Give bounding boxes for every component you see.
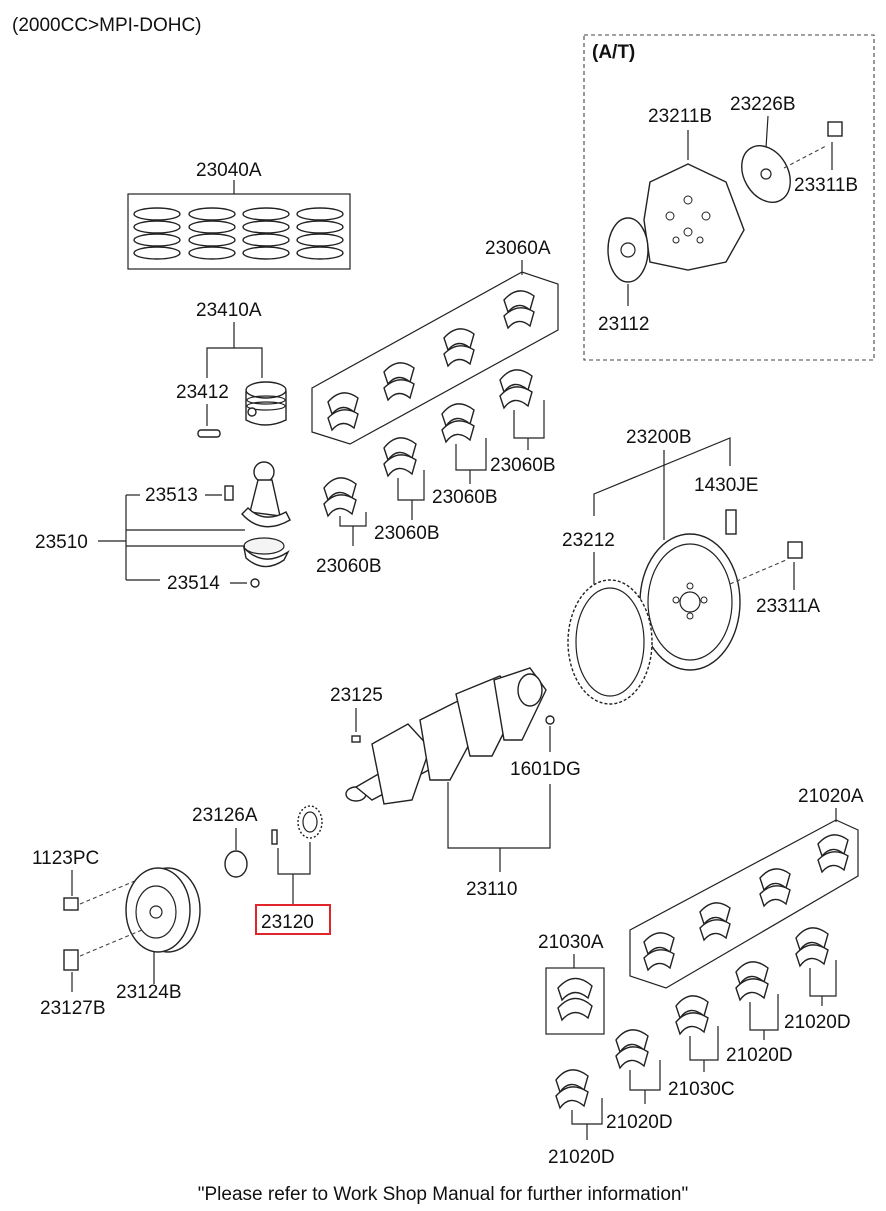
label-23514[interactable]: 23514: [167, 573, 220, 594]
torque-converter-ring[interactable]: [607, 217, 649, 283]
ring-gear[interactable]: [567, 579, 653, 705]
at-group-title: (A/T): [592, 42, 635, 63]
label-23060B-3[interactable]: 23060B: [432, 487, 498, 508]
rod-bearing-lower-3[interactable]: [735, 961, 769, 1002]
label-23412[interactable]: 23412: [176, 382, 229, 403]
main-bearing-lower-2[interactable]: [383, 437, 417, 478]
at-bolt[interactable]: [827, 121, 843, 137]
label-21020D-3[interactable]: 21020D: [726, 1045, 793, 1066]
piston[interactable]: [245, 381, 287, 426]
crank-pulley[interactable]: [125, 867, 201, 953]
label-23211B[interactable]: 23211B: [648, 106, 712, 127]
main-bearing-upper-set[interactable]: [311, 271, 559, 445]
label-23510[interactable]: 23510: [35, 532, 88, 553]
label-21020A[interactable]: 21020A: [798, 786, 864, 807]
label-23126A[interactable]: 23126A: [192, 805, 258, 826]
label-21020D-2[interactable]: 21020D: [606, 1112, 673, 1133]
label-1123PC[interactable]: 1123PC: [32, 848, 99, 869]
label-21020D-4[interactable]: 21020D: [784, 1012, 851, 1033]
highlight-box-23120: [255, 904, 331, 935]
label-23060A[interactable]: 23060A: [485, 238, 551, 259]
adapter-plate[interactable]: [732, 137, 800, 211]
crank-key[interactable]: [351, 735, 361, 743]
label-23112[interactable]: 23112: [598, 314, 649, 335]
label-23212[interactable]: 23212: [562, 530, 615, 551]
label-23124B[interactable]: 23124B: [116, 982, 182, 1003]
pilot-bearing[interactable]: [545, 715, 555, 725]
con-rod-bearing-set[interactable]: [629, 819, 859, 989]
main-bearing-lower-4[interactable]: [499, 369, 533, 410]
label-23060B-1[interactable]: 23060B: [316, 556, 382, 577]
connecting-rod[interactable]: [241, 461, 291, 568]
rod-bearing-lower-2[interactable]: [615, 1029, 649, 1070]
label-23040A[interactable]: 23040A: [196, 160, 262, 181]
rod-bolt[interactable]: [224, 485, 234, 501]
crankshaft[interactable]: [345, 667, 547, 805]
crank-spacer[interactable]: [224, 850, 248, 878]
label-23513[interactable]: 23513: [145, 485, 198, 506]
main-bearing-lower-3[interactable]: [441, 403, 475, 444]
label-21030A[interactable]: 21030A: [538, 932, 604, 953]
rod-bearing-lower-4[interactable]: [795, 927, 829, 968]
label-23060B-2[interactable]: 23060B: [374, 523, 440, 544]
footer-note: "Please refer to Work Shop Manual for fu…: [198, 1184, 688, 1205]
label-23311A[interactable]: 23311A: [756, 596, 820, 617]
piston-pin[interactable]: [197, 429, 221, 438]
main-bearing-lower-1[interactable]: [323, 477, 357, 518]
rod-nut[interactable]: [250, 578, 260, 588]
piston-ring-set[interactable]: [127, 193, 351, 270]
label-21020D-1[interactable]: 21020D: [548, 1147, 615, 1168]
label-1601DG[interactable]: 1601DG: [510, 759, 581, 780]
drive-plate[interactable]: [643, 163, 745, 271]
pulley-bolt-small[interactable]: [63, 897, 79, 911]
at-group-box: [583, 34, 875, 361]
rod-bearing-lower-1[interactable]: [555, 1069, 589, 1110]
thrust-bearing-upper[interactable]: [557, 977, 593, 1022]
label-23120[interactable]: 23120: [261, 912, 314, 933]
label-23410A[interactable]: 23410A: [196, 300, 262, 321]
label-23127B[interactable]: 23127B: [40, 998, 106, 1019]
label-21030C[interactable]: 21030C: [668, 1079, 735, 1100]
label-23060B-4[interactable]: 23060B: [490, 455, 556, 476]
thrust-bearing-lower[interactable]: [675, 995, 709, 1036]
crank-sprocket[interactable]: [297, 805, 323, 839]
label-23311B[interactable]: 23311B: [794, 175, 858, 196]
flywheel-bolt[interactable]: [787, 541, 803, 559]
sprocket-key[interactable]: [271, 829, 278, 845]
label-23110[interactable]: 23110: [466, 879, 517, 900]
label-23200B[interactable]: 23200B: [626, 427, 692, 448]
label-23226B[interactable]: 23226B: [730, 94, 796, 115]
flywheel[interactable]: [639, 533, 741, 671]
engine-note: (2000CC>MPI-DOHC): [12, 15, 202, 36]
label-23125[interactable]: 23125: [330, 685, 383, 706]
dowel-pin[interactable]: [725, 509, 737, 535]
pulley-bolt-large[interactable]: [63, 949, 79, 971]
label-1430JE[interactable]: 1430JE: [694, 475, 758, 496]
